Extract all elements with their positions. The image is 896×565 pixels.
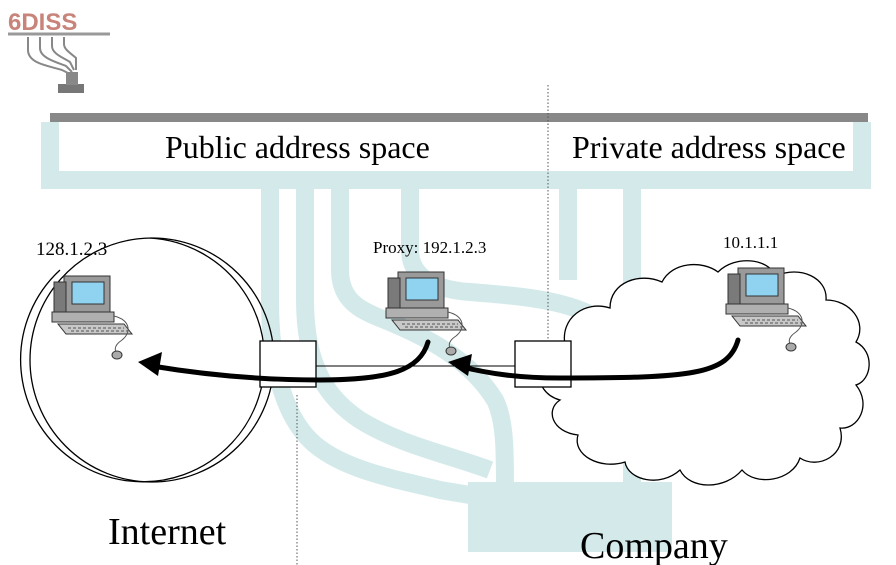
address-frame [41,122,871,189]
packet-flow-arrows [149,337,741,383]
company-box [468,482,672,552]
private-address-space-label: Private address space [572,129,846,165]
arrowhead-internet [138,352,162,376]
proxy-ip: Proxy: 192.1.2.3 [373,238,486,257]
arrowhead-proxy [448,354,472,376]
arrow-company-to-proxy [455,337,741,381]
internet-zone-label: Internet [108,511,227,553]
logo-plug [58,84,84,93]
company-host-ip: 10.1.1.1 [723,233,778,252]
company-zone-label: Company [580,525,728,565]
logo-wires [27,37,77,75]
internet-circle [19,237,266,483]
arrow-proxy-to-internet [149,339,431,383]
pipe-4 [401,186,605,328]
logo-text: 6DISS [8,9,77,36]
logo-stem [66,72,78,85]
internet-host-ip: 128.1.2.3 [36,239,107,260]
public-address-space-label: Public address space [165,129,430,165]
internet-host-computer [51,275,133,360]
top-bar [50,113,868,122]
6diss-logo: 6DISS [8,9,110,93]
company-cloud [538,260,870,486]
